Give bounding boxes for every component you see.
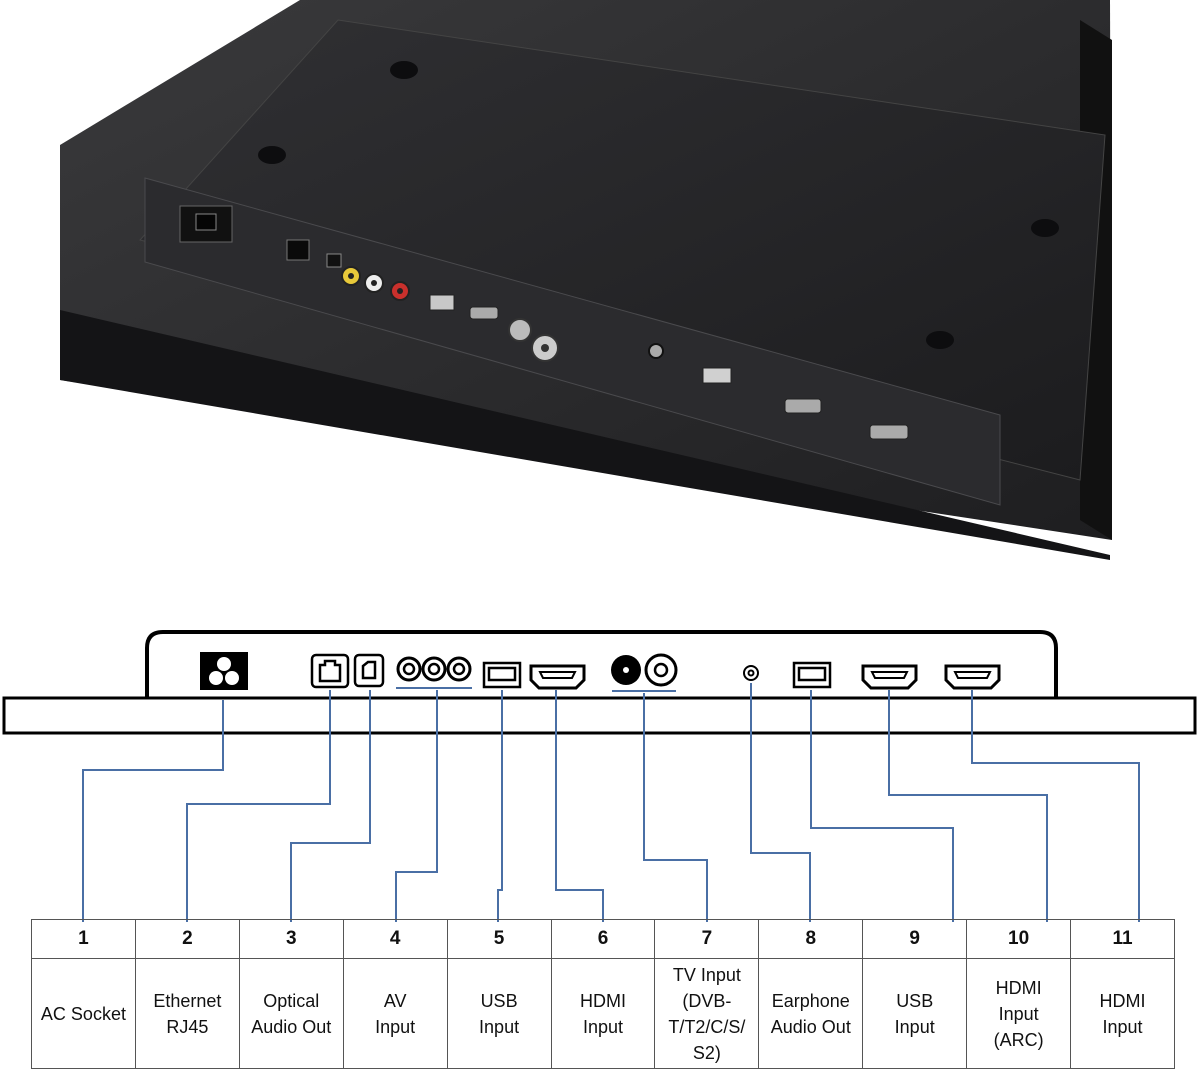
port-label-row: AC Socket Ethernet RJ45 Optical Audio Ou… <box>31 958 1175 1069</box>
port-label: Optical Audio Out <box>238 958 344 1069</box>
tv-outline-base <box>2 696 1197 735</box>
port-number: 7 <box>654 919 760 959</box>
port-number: 11 <box>1070 919 1175 959</box>
port-label: USB Input <box>862 958 968 1069</box>
hdmi-icon <box>944 664 1001 690</box>
port-number: 9 <box>862 919 968 959</box>
tv-outline-top <box>145 630 1058 698</box>
earphone-jack-icon <box>743 665 759 681</box>
port-label: AV Input <box>342 958 448 1069</box>
port-number: 2 <box>134 919 240 959</box>
usb-icon <box>792 661 832 689</box>
tv-bottom-edge <box>60 310 1110 560</box>
ac-socket-icon <box>200 652 248 690</box>
tv-back-panel-photo <box>60 0 1112 560</box>
ports-table: 1 2 3 4 5 6 7 8 9 10 11 AC Socket Ethern… <box>31 919 1175 1069</box>
port-label: Earphone Audio Out <box>758 958 864 1069</box>
mounting-plate <box>139 19 1106 481</box>
port-number: 3 <box>238 919 344 959</box>
av-input-icon <box>396 656 472 682</box>
port-number: 6 <box>550 919 656 959</box>
ethernet-rj45-icon <box>310 653 350 689</box>
hdmi-arc-icon <box>861 664 918 690</box>
port-label: TV Input (DVB- T/T2/C/S/ S2) <box>654 958 760 1069</box>
port-number: 10 <box>966 919 1072 959</box>
port-number: 5 <box>446 919 552 959</box>
leader-lines <box>82 683 1140 922</box>
port-number: 4 <box>342 919 448 959</box>
port-label: Ethernet RJ45 <box>134 958 240 1069</box>
port-label: USB Input <box>446 958 552 1069</box>
connector-diagram <box>2 630 1197 922</box>
connector-strip <box>144 177 1001 506</box>
optical-audio-icon <box>353 653 385 688</box>
port-number-row: 1 2 3 4 5 6 7 8 9 10 11 <box>31 919 1175 959</box>
photo-ports <box>179 205 909 440</box>
usb-icon <box>482 661 522 689</box>
port-number: 8 <box>758 919 864 959</box>
port-number: 1 <box>31 919 136 959</box>
port-label: HDMI Input <box>1070 958 1175 1069</box>
mounting-holes <box>258 61 1059 349</box>
tv-antenna-icon <box>611 653 678 687</box>
port-label: HDMI Input <box>550 958 656 1069</box>
hdmi-icon <box>529 664 586 690</box>
port-label: HDMI Input (ARC) <box>966 958 1072 1069</box>
port-label: AC Socket <box>31 958 136 1069</box>
